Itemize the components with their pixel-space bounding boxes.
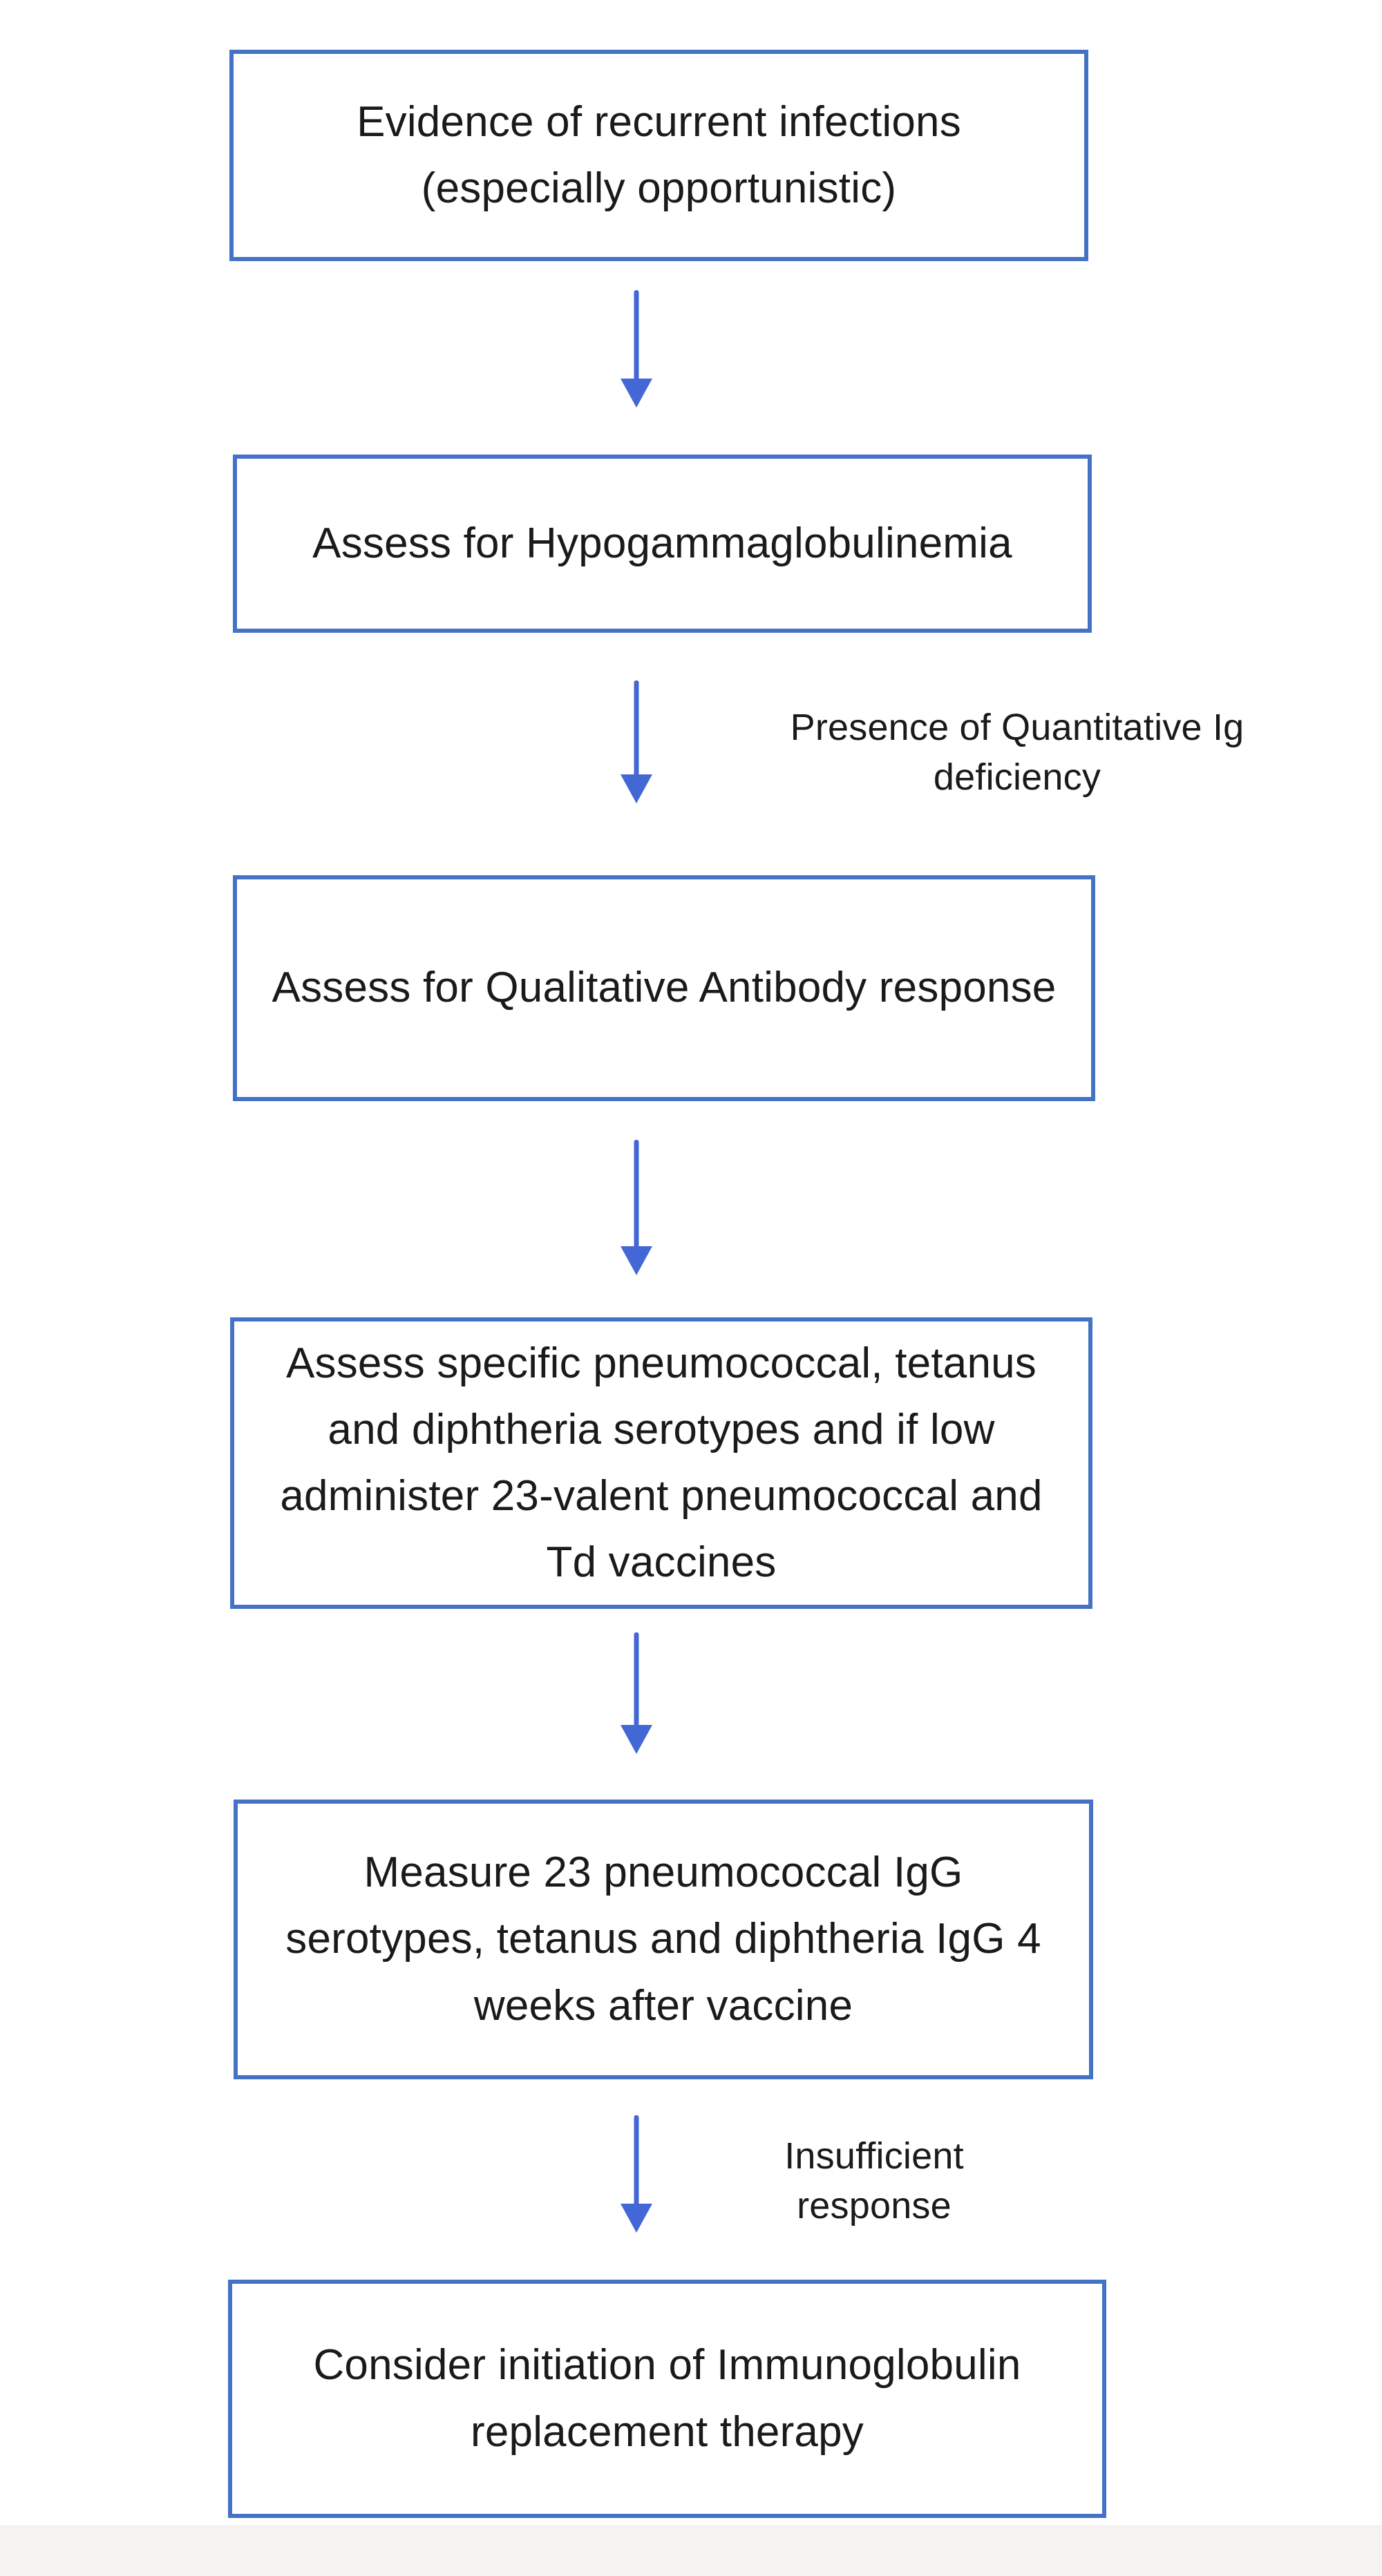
arrow-shaft xyxy=(634,680,639,779)
flow-node-label: Measure 23 pneumococcal IgG serotypes, t… xyxy=(285,1849,1041,2030)
flow-node-label: Consider initiation of Immunoglobulin re… xyxy=(313,2341,1021,2456)
flow-node-label: Assess for Qualitative Antibody response xyxy=(272,964,1057,1012)
arrow-down-icon xyxy=(621,379,652,408)
flow-node-recurrent-infections: Evidence of recurrent infections (especi… xyxy=(229,50,1088,261)
connector-arrow-5 xyxy=(621,2115,652,2233)
flow-node-immunoglobulin-replacement: Consider initiation of Immunoglobulin re… xyxy=(228,2280,1106,2518)
edge-label-insufficient-response: Insufficient response xyxy=(784,2135,964,2226)
flow-node-label: Assess for Hypogammaglobulinemia xyxy=(312,519,1012,567)
flow-node-assess-hypogammaglobulinemia: Assess for Hypogammaglobulinemia xyxy=(233,455,1092,633)
arrow-shaft xyxy=(634,1632,639,1730)
flow-node-assess-qualitative-antibody: Assess for Qualitative Antibody response xyxy=(233,875,1095,1101)
connector-arrow-1 xyxy=(621,290,652,408)
edge-label-quantitative-ig-deficiency: Presence of Quantitative Ig deficiency xyxy=(790,707,1244,798)
arrow-down-icon xyxy=(621,774,652,803)
arrow-shaft xyxy=(634,290,639,383)
flow-node-label: Evidence of recurrent infections (especi… xyxy=(357,97,961,212)
flow-node-label: Assess specific pneumococcal, tetanus an… xyxy=(280,1339,1043,1587)
arrow-down-icon xyxy=(621,2204,652,2233)
connector-arrow-4 xyxy=(621,1632,652,1754)
flow-node-assess-serotypes-vaccinate: Assess specific pneumococcal, tetanus an… xyxy=(230,1317,1092,1609)
arrow-shaft xyxy=(634,1140,639,1251)
bottom-strip xyxy=(0,2526,1382,2576)
arrow-down-icon xyxy=(621,1246,652,1275)
connector-arrow-3 xyxy=(621,1140,652,1275)
arrow-down-icon xyxy=(621,1725,652,1754)
arrow-shaft xyxy=(634,2115,639,2208)
flow-node-measure-igg-post-vaccine: Measure 23 pneumococcal IgG serotypes, t… xyxy=(234,1800,1093,2079)
connector-arrow-2 xyxy=(621,680,652,803)
